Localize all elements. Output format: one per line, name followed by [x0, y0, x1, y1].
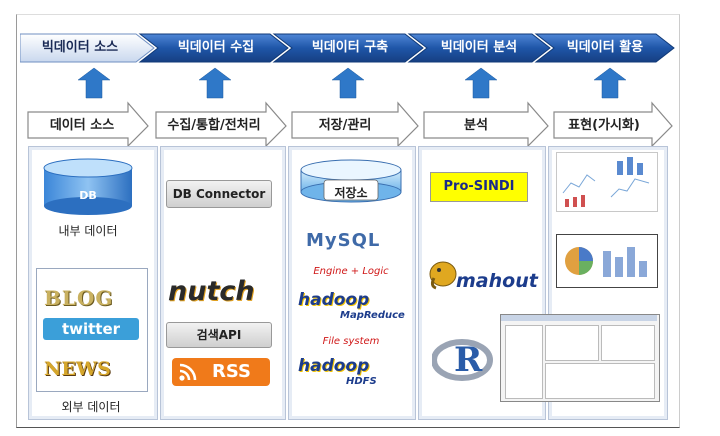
- hadoop-mapreduce-sub: MapReduce: [340, 310, 405, 321]
- hadoop-mapreduce-logo: hadoop: [298, 290, 369, 310]
- up-arrow-5: [593, 67, 627, 99]
- r-logo: R: [454, 340, 483, 380]
- function-arrow-3: [291, 101, 419, 148]
- db-cylinder-icon: [43, 158, 133, 215]
- stage-label-analyze: 빅데이터 분석: [440, 40, 518, 55]
- internal-data-label: 내부 데이터: [58, 224, 118, 238]
- function-arrow-1: [27, 101, 149, 148]
- up-arrow-1: [77, 67, 111, 99]
- rss-label: RSS: [212, 361, 251, 382]
- search-api-box: 검색API: [166, 322, 272, 348]
- function-arrow-2: [155, 101, 287, 148]
- r-screenshot-thumbnail: [500, 314, 660, 402]
- stage-label-collect: 빅데이터 수집: [177, 40, 255, 55]
- function-label-store: 저장/관리: [318, 118, 372, 133]
- diagram-frame: [16, 14, 680, 428]
- visual-thumbnail-1: [556, 152, 658, 212]
- stage-chevron-1: [20, 33, 155, 63]
- stage-chevron-5: [534, 33, 675, 63]
- stage-chevron-2: [138, 33, 289, 63]
- function-arrow-row: [27, 101, 673, 148]
- visual-thumbnail-2: [556, 234, 658, 288]
- stage-label-source: 빅데이터 소스: [41, 40, 119, 55]
- nutch-logo: nutch: [168, 276, 255, 307]
- up-arrow-2: [198, 67, 232, 99]
- r-logo-icon: [432, 339, 493, 381]
- up-arrow-3: [331, 67, 365, 99]
- db-connector-box: DB Connector: [166, 180, 272, 208]
- news-logo: NEWS: [44, 358, 111, 380]
- function-arrow-4: [423, 101, 549, 148]
- stage-chevron-4: [407, 33, 551, 63]
- storage-cylinder-icon: [300, 159, 402, 203]
- mahout-elephant-icon: [429, 261, 457, 290]
- hadoop-mapreduce-title: hadoop: [298, 290, 370, 310]
- stage-chevron-3: [272, 33, 424, 63]
- file-system-label: File system: [322, 336, 380, 347]
- db-label: DB: [79, 189, 97, 202]
- mysql-logo: MySQL: [306, 230, 381, 251]
- function-label-collect: 수집/통합/전처리: [167, 118, 261, 133]
- mahout-logo: mahout: [456, 270, 538, 292]
- blog-logo: BLOG: [44, 286, 114, 310]
- function-label-analyze: 분석: [464, 118, 488, 133]
- thumbnail-plot-1: [545, 325, 599, 361]
- rss-badge: RSS: [172, 358, 270, 386]
- stage-label-build: 빅데이터 구축: [311, 40, 389, 55]
- twitter-logo: twitter: [43, 318, 139, 340]
- up-arrow-4: [464, 67, 498, 99]
- rss-icon: [179, 363, 197, 381]
- thumbnail-plot-3: [545, 363, 655, 399]
- stage-chevron-bar: [20, 33, 675, 63]
- storage-label: 저장소: [334, 186, 368, 200]
- engine-logic-label: Engine + Logic: [313, 266, 389, 277]
- hadoop-hdfs-logo: hadoop: [298, 356, 369, 376]
- external-data-label: 외부 데이터: [61, 400, 121, 414]
- thumbnail-console: [505, 325, 543, 399]
- function-label-source: 데이터 소스: [49, 118, 115, 133]
- function-arrow-5: [553, 101, 673, 148]
- thumbnail-titlebar: [501, 315, 657, 321]
- thumbnail-plot-2: [601, 325, 655, 361]
- hadoop-hdfs-title: hadoop: [298, 356, 370, 376]
- function-label-visualize: 표현(가시화): [568, 118, 640, 133]
- up-arrows: [77, 67, 627, 99]
- stage-label-utilize: 빅데이터 활용: [566, 40, 644, 55]
- hadoop-hdfs-sub: HDFS: [346, 376, 377, 387]
- prosindi-box: Pro-SINDI: [430, 172, 528, 202]
